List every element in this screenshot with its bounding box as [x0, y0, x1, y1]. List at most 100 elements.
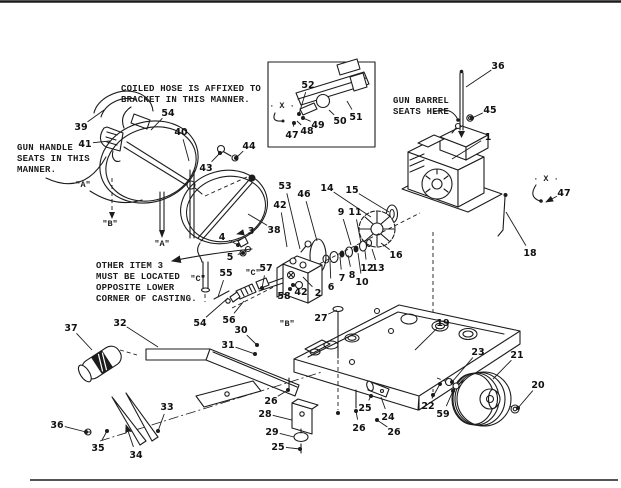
part-dot [234, 156, 238, 160]
callout-29: 29 [265, 427, 295, 438]
note-line: BRACKET IN THIS MANNER. [121, 95, 250, 105]
part-number: 54 [193, 318, 207, 329]
part-number: 42 [273, 200, 286, 211]
part-number: 56 [222, 315, 236, 326]
callout-10: 10 [355, 252, 369, 288]
note-line: MANNER. [17, 165, 56, 175]
part-number: 32 [113, 318, 126, 329]
part-number: 11 [348, 207, 361, 218]
leader-line [157, 413, 165, 432]
part-dot [297, 112, 301, 116]
unloader-valve [304, 240, 312, 248]
callout-49: 49 [301, 116, 325, 131]
part-dot [298, 447, 302, 451]
callout-56: 56 [222, 300, 245, 326]
part-dot [236, 243, 240, 247]
part-number: 57 [259, 263, 272, 274]
part-number: 59 [436, 409, 449, 420]
part-dot [260, 286, 264, 290]
callout-27: 27 [314, 309, 338, 324]
leader-line [125, 424, 134, 448]
part-number: 10 [355, 277, 369, 288]
handle-grip [77, 345, 122, 383]
part-number: 6 [328, 282, 335, 293]
callout-21: 21 [492, 350, 524, 380]
leader-line [296, 120, 302, 126]
part-number: 26 [387, 427, 401, 438]
callout-18: 18 [505, 211, 537, 259]
leader-line [247, 213, 268, 226]
part-dot [369, 394, 373, 398]
leader-line [357, 252, 362, 274]
part-number: 58 [277, 291, 291, 302]
part-number: 16 [389, 250, 403, 261]
part-number: 34 [129, 450, 143, 461]
part-dot [375, 418, 379, 422]
leader-line [246, 334, 258, 346]
callout-8: 8 [347, 254, 356, 281]
part-dot [255, 343, 259, 347]
callout-58: 58 [277, 287, 292, 302]
leader-line [329, 260, 332, 279]
callout-51: 51 [346, 100, 363, 123]
callout-4: 4 [219, 232, 240, 247]
part-number: 55 [219, 268, 232, 279]
leader-line [380, 242, 390, 250]
part-number: 9 [338, 207, 345, 218]
part-dot [292, 121, 296, 125]
part-dot [470, 116, 474, 120]
callout-26: 26 [352, 409, 366, 434]
leader-line [339, 256, 342, 270]
callout-41: 41 [78, 139, 111, 150]
leader-line [205, 297, 229, 318]
leader-line [451, 140, 482, 160]
part-number: 46 [297, 189, 311, 200]
callout-5: 5 [227, 251, 245, 263]
part-number: 25 [358, 403, 371, 414]
leader-line [333, 191, 372, 218]
callout-53: 53 [278, 181, 301, 250]
part-number: 24 [381, 412, 395, 423]
leader-line [371, 248, 376, 261]
callout-16: 16 [380, 242, 403, 261]
callout-38: 38 [247, 213, 281, 236]
leader-line [328, 109, 335, 116]
part-number: 22 [421, 401, 434, 412]
leader-line [87, 109, 105, 123]
air-cleaner [417, 134, 445, 148]
leader-line [272, 414, 293, 421]
leader-line [380, 396, 386, 410]
leader-line [285, 446, 301, 450]
leader-line [92, 140, 111, 144]
part-number: 26 [264, 396, 278, 407]
leader-line [126, 326, 159, 348]
leader-line [302, 276, 313, 288]
part-number: 40 [174, 127, 188, 138]
callout-1: 1 [451, 132, 491, 160]
part-dot [451, 389, 455, 393]
part-dot [288, 287, 292, 291]
callout-52: 52 [297, 80, 315, 116]
part-number: 30 [234, 325, 248, 336]
part-number: 2 [315, 288, 322, 299]
leader-line [358, 193, 390, 213]
callout-14: 14 [320, 183, 372, 218]
engine-assembly [401, 122, 503, 213]
leader-line [233, 300, 245, 314]
ref-marker: · X · [269, 101, 295, 111]
part-number: 41 [78, 139, 91, 150]
ref-marker: "A" [154, 239, 169, 249]
leader-line [414, 327, 438, 351]
leader-line [376, 419, 388, 428]
handle-pin [111, 396, 147, 446]
part-number: 27 [314, 313, 327, 324]
leader-line [280, 212, 288, 248]
pump-assembly [213, 236, 323, 304]
callout-26: 26 [264, 388, 290, 407]
base-plate [288, 304, 521, 415]
part-dot [105, 429, 109, 433]
part-number: 48 [300, 126, 314, 137]
